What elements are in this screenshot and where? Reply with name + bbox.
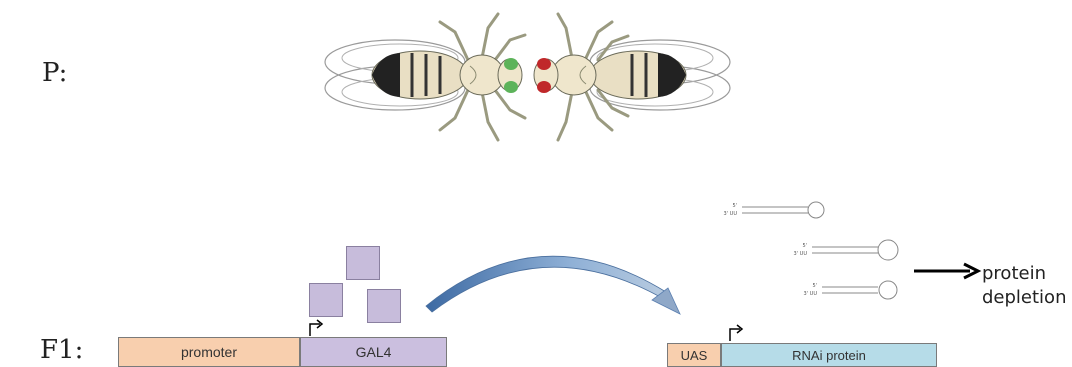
protein-depletion-line1: protein [982,262,1066,286]
right-arrow-icon [914,264,978,278]
gal4-protein-square [309,283,343,317]
hairpin-three-prime: 3' UU [724,211,738,217]
gal4-protein-square [367,289,401,323]
hairpin-five-prime: 5' [812,283,817,289]
gal4-protein-square [346,246,380,280]
uas-box: UAS [667,343,721,367]
hairpin-three-prime: 3' UU [804,291,818,297]
curved-arrow-icon [426,256,680,314]
hairpin-five-prime: 5' [732,203,737,209]
transcription-start-arrow-icon [310,324,320,336]
protein-depletion-line2: depletion [982,286,1066,310]
gal4-box: GAL4 [300,337,447,367]
rnai-protein-box: RNAi protein [721,343,937,367]
transcription-start-arrow-icon [730,329,740,341]
protein-depletion-label: protein depletion [982,262,1066,310]
hairpin-rna-icon: 5' 3' UU [804,281,897,299]
fly-green-eyes-icon [325,14,525,140]
hairpin-five-prime: 5' [802,243,807,249]
hairpin-rna-icon: 5' 3' UU [794,240,898,260]
fly-red-eyes-icon [534,14,730,140]
hairpin-three-prime: 3' UU [794,251,808,257]
promoter-box: promoter [118,337,300,367]
hairpin-rna-icon: 5' 3' UU [724,202,824,218]
